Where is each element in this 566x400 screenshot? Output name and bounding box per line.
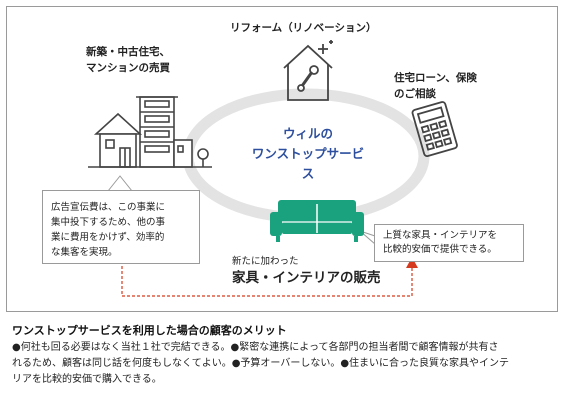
label-sales: 新築・中古住宅、 マンションの売買 [86,44,170,76]
flow-arrow-line [121,266,413,297]
label-loan-line2: のご相談 [394,88,436,100]
callout-advertising-line: 業に費用をかけず、効率的 [51,232,165,243]
center-title-line1: ウィルの [282,126,333,141]
label-sales-line2: マンションの売買 [86,62,170,74]
label-reform: リフォーム（リノベーション） [230,22,377,34]
merit-line: れるため、顧客は同じ話を何度もしなくてよい。●予算オーバーしない。●住まいに合っ… [12,358,510,369]
callout-furniture-line: 比較的安価で提供できる。 [383,244,497,255]
center-title-line2: ワンストップサービス [251,146,365,181]
label-new-business: 新たに加わった [232,256,299,267]
sofa-icon [270,200,364,242]
callout-advertising-line: 集中投下するため、他の事 [51,217,166,228]
flow-arrow-head [406,257,418,268]
label-sales-line1: 新築・中古住宅、 [86,46,170,58]
merit-line: ●何社も回る必要はなく当社１社で完結できる。●緊密な連携によって各部門の担当者間… [12,342,499,353]
renovation-house-icon [283,40,333,101]
label-loan-line1: 住宅ローン、保険 [394,72,477,84]
center-title: ウィルの ワンストップサービス [248,124,368,184]
label-furniture-sales: 家具・インテリアの販売 [232,270,381,286]
label-loan: 住宅ローン、保険 のご相談 [394,70,477,102]
callout-advertising: 広告宣伝費は、この事業に 集中投下するため、他の事 業に費用をかけず、効率的 な… [42,190,200,264]
calculator-icon [411,101,458,157]
merit-body: ●何社も回る必要はなく当社１社で完結できる。●緊密な連携によって各部門の担当者間… [12,340,560,388]
callout-furniture: 上質な家具・インテリアを 比較的安価で提供できる。 [374,224,524,262]
callout-advertising-line: な集客を実現。 [51,247,118,258]
callout-furniture-line: 上質な家具・インテリアを [383,230,498,241]
house-building-icon [88,96,212,168]
merit-line: リアを比較的安価で購入できる。 [12,374,162,385]
merit-title: ワンストップサービスを利用した場合の顧客のメリット [12,324,287,337]
callout-left-tail [106,175,134,192]
callout-advertising-line: 広告宣伝費は、この事業に [51,202,166,213]
